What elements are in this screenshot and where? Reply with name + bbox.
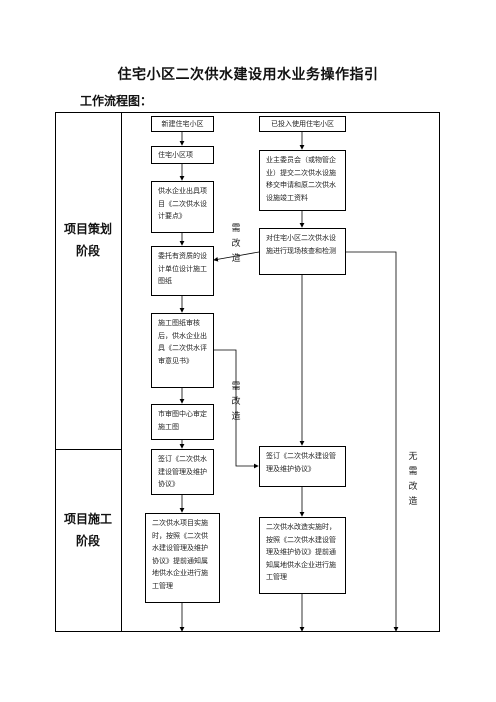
phase-construction-line1: 项目施工 xyxy=(63,512,112,526)
box-drawing-review: 施工图纸审核后，供水企业出具《二次供水评审意见书》 xyxy=(151,313,214,388)
label-renovate-1: 需改造 xyxy=(231,224,241,264)
box-entrust-design: 委托有资质的设计单位设计施工图纸 xyxy=(151,246,214,296)
phase-column-divider xyxy=(121,112,122,632)
flowchart-subtitle: 工作流程图： xyxy=(80,94,153,108)
phase-construction: 项目施工 阶段 xyxy=(57,508,119,552)
box-owners-committee: 业主委员会（或物管企业）提交二次供水设施移交申请和原二次供水设施竣工资料 xyxy=(259,150,346,211)
box-inspection: 对住宅小区二次供水设施进行现场核查和检测 xyxy=(259,228,346,275)
flowchart-frame xyxy=(55,112,440,632)
phase-planning-line1: 项目策划 xyxy=(63,222,112,236)
box-sign-agreement-right: 签订《二次供水建设管理及维护协议》 xyxy=(259,446,346,487)
box-community-project: 住宅小区项 xyxy=(151,146,214,164)
box-municipal-review: 市审图中心审定施工图 xyxy=(151,404,214,440)
phase-row-divider xyxy=(55,449,122,450)
phase-planning-line2: 阶段 xyxy=(75,244,100,258)
label-renovate-2: 需改造 xyxy=(231,382,241,422)
label-no-renovate: 无需改造 xyxy=(408,452,418,507)
box-implementation-left: 二次供水项目实施时，按照《二次供水建设管理及维护协议》提前通知属地供水企业进行施… xyxy=(145,513,220,603)
page-title: 住宅小区二次供水建设用水业务操作指引 xyxy=(117,67,379,83)
phase-construction-line2: 阶段 xyxy=(75,534,100,548)
box-design-points: 供水企业出具项目《二次供水设计要点》 xyxy=(151,181,214,233)
box-existing-community: 已投入使用住宅小区 xyxy=(259,116,346,132)
box-sign-agreement-left: 签订《二次供水建设管理及维护协议》 xyxy=(151,449,214,495)
box-implementation-right: 二次供水改造实施时，按照《二次供水建设管理及维护协议》提前通知属地供水企业进行施… xyxy=(259,517,346,594)
box-new-community: 新建住宅小区 xyxy=(151,116,214,132)
phase-planning: 项目策划 阶段 xyxy=(57,218,119,262)
